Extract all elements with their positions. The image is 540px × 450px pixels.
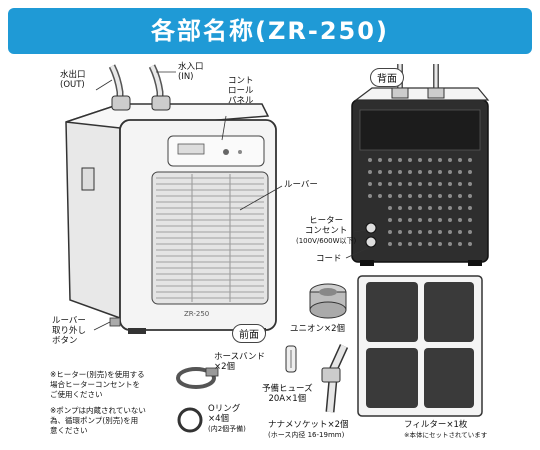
chiller-front-unit: [65, 64, 277, 334]
page-title: 各部名称(ZR-250): [151, 17, 389, 45]
note-heater: ※ヒーター(別売)を使用する場合ヒーターコンセントをご使用ください: [50, 370, 145, 400]
label-louver-button: ルーバー取り外しボタン: [52, 316, 87, 347]
label-oring: Oリング×4個(内2個予備): [208, 404, 246, 434]
label-union: ユニオン×2個: [290, 324, 346, 334]
hose-band-part: [176, 367, 219, 389]
union-part: [309, 283, 347, 319]
label-inlet: 水入口(IN): [178, 62, 204, 83]
note-pump: ※ポンプは内蔵されていない為、循環ポンプ(別売)を用意ください: [50, 406, 146, 436]
tag-back: 背面: [370, 68, 404, 87]
label-heater-outlet: ヒーターコンセント(100V/600W以下): [296, 216, 357, 246]
tag-front: 前面: [232, 324, 266, 343]
label-hose-band: ホースバンド×2個: [214, 352, 266, 373]
filter-part: [357, 275, 483, 417]
model-mark: ZR-250: [184, 310, 210, 318]
fuse-part: [285, 345, 297, 373]
label-angle-socket: ナナメソケット×2個(ホース内径 16-19mm): [268, 420, 349, 440]
label-louver: ルーバー: [284, 180, 318, 190]
label-cord: コード: [316, 254, 342, 264]
header-banner: 各部名称(ZR-250): [8, 8, 532, 54]
label-outlet: 水出口(OUT): [60, 70, 86, 91]
label-control-panel: コントロールパネル: [228, 76, 254, 107]
chiller-back-unit: [351, 64, 490, 266]
label-filter: フィルター×1枚※本体にセットされています: [404, 420, 488, 440]
angle-socket-part: [321, 344, 349, 413]
